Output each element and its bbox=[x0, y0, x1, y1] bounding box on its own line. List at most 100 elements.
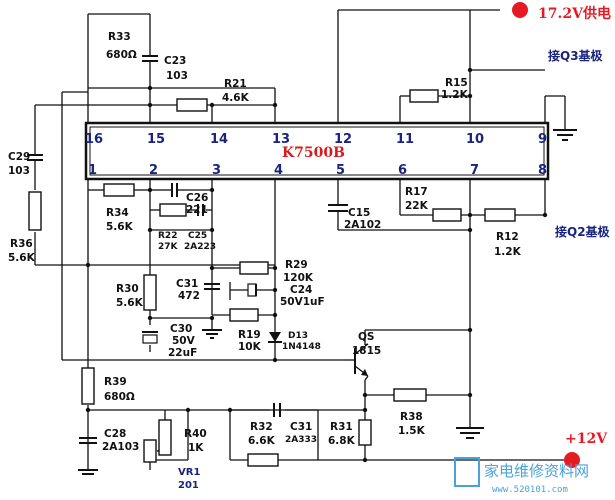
r17-value: 22K bbox=[405, 200, 429, 212]
r39-value: 680Ω bbox=[104, 391, 135, 403]
ic-name: K7500B bbox=[282, 145, 345, 161]
r40-ref: R40 bbox=[184, 428, 207, 440]
c30-value-line2: 22uF bbox=[168, 347, 197, 359]
r39-resistor bbox=[81, 367, 95, 405]
r22-resistor bbox=[159, 203, 187, 217]
c31-2a333-capacitor bbox=[273, 403, 281, 417]
c28-ref: C28 bbox=[104, 428, 126, 440]
r19-value: 10K bbox=[238, 341, 262, 353]
c31-2a333-ref: C31 bbox=[290, 421, 312, 433]
c25-ref: C25 bbox=[188, 231, 207, 241]
pin-4: 4 bbox=[274, 163, 283, 178]
r31-value: 6.8K bbox=[328, 435, 356, 447]
r12-value: 1.2K bbox=[494, 246, 522, 258]
r38-ref: R38 bbox=[400, 411, 423, 423]
r32-ref: R32 bbox=[250, 421, 273, 433]
ground-symbol bbox=[78, 469, 98, 475]
d13-ref: D13 bbox=[288, 331, 308, 341]
c30-value-line1: 50V bbox=[172, 335, 196, 347]
r34-resistor bbox=[103, 183, 135, 197]
pin-2: 2 bbox=[149, 163, 158, 178]
r31-resistor bbox=[358, 419, 372, 446]
pin-8: 8 bbox=[538, 163, 547, 178]
c28-capacitor bbox=[79, 437, 97, 444]
watermark: 家电维修资料网 www.520101.com bbox=[454, 457, 589, 495]
c15-ref: C15 bbox=[348, 207, 370, 219]
c26-capacitor bbox=[165, 183, 185, 197]
c26-ref: C26 bbox=[186, 192, 208, 204]
r15-value: 1.2K bbox=[441, 89, 469, 101]
d13-diode bbox=[268, 332, 282, 343]
c24-value: 50V1uF bbox=[280, 296, 325, 308]
r12-resistor bbox=[484, 208, 516, 222]
r31-ref: R31 bbox=[330, 421, 353, 433]
r40-value: 1K bbox=[188, 442, 204, 454]
r32-value: 6.6K bbox=[248, 435, 276, 447]
r33-ref: R33 bbox=[108, 31, 131, 43]
r19-ref: R19 bbox=[238, 329, 261, 341]
qs-ref: QS bbox=[358, 331, 375, 343]
r19-resistor bbox=[229, 308, 259, 322]
pin-9: 9 bbox=[538, 132, 547, 147]
c23-capacitor bbox=[142, 40, 158, 75]
c30-ref: C30 bbox=[170, 323, 192, 335]
pin-14: 14 bbox=[210, 132, 228, 147]
r22-ref: R22 bbox=[158, 231, 177, 241]
r29-value: 120K bbox=[283, 272, 314, 284]
pin-6: 6 bbox=[398, 163, 407, 178]
supply-bottom-label: +12V bbox=[565, 431, 608, 447]
vr1-value: 201 bbox=[178, 480, 199, 491]
c31-2a333-value: 2A333 bbox=[285, 435, 317, 445]
to-q2-label: 接Q2基极 bbox=[555, 224, 611, 239]
r12-ref: R12 bbox=[496, 231, 519, 243]
r21-ref: R21 bbox=[224, 78, 247, 90]
c24-ref: C24 bbox=[290, 284, 312, 296]
supply-17v-marker bbox=[512, 2, 528, 18]
pin-1: 1 bbox=[88, 163, 97, 178]
r21-value: 4.6K bbox=[222, 92, 250, 104]
d13-value: 1N4148 bbox=[282, 342, 321, 352]
c23-value: 103 bbox=[166, 70, 188, 82]
r40-resistor bbox=[158, 419, 172, 456]
r29-ref: R29 bbox=[285, 259, 308, 271]
r15-ref: R15 bbox=[445, 77, 468, 89]
c29-value: 103 bbox=[8, 165, 30, 177]
c31-472-ref: C31 bbox=[176, 278, 198, 290]
wires-bottom bbox=[34, 168, 570, 470]
r36-resistor bbox=[28, 191, 42, 231]
ground-symbol bbox=[553, 129, 577, 141]
to-q3-label: 接Q3基极 bbox=[548, 48, 604, 63]
c31-472-capacitor bbox=[204, 283, 220, 290]
r22-value: 27K bbox=[158, 242, 179, 252]
r30-resistor bbox=[143, 274, 157, 311]
r39-ref: R39 bbox=[104, 376, 127, 388]
r30-value: 5.6K bbox=[116, 297, 144, 309]
qs-value: 1815 bbox=[352, 345, 381, 357]
c29-ref: C29 bbox=[8, 151, 30, 163]
pin-12: 12 bbox=[334, 132, 352, 147]
r15-resistor bbox=[409, 89, 439, 103]
r30-ref: R30 bbox=[116, 283, 139, 295]
junction-dots bbox=[85, 67, 548, 463]
c28-value: 2A103 bbox=[102, 441, 139, 453]
supply-12v-marker bbox=[564, 452, 580, 468]
pin-11: 11 bbox=[396, 132, 414, 147]
r29-resistor bbox=[239, 261, 269, 275]
c25-capacitor bbox=[197, 204, 204, 216]
wires-top bbox=[34, 9, 566, 360]
c25-value: 2A223 bbox=[184, 242, 216, 252]
r38-value: 1.5K bbox=[398, 425, 426, 437]
c26-value: 221 bbox=[186, 204, 208, 216]
r21-resistor bbox=[176, 98, 208, 112]
c30-capacitor bbox=[142, 331, 158, 344]
c23-ref: C23 bbox=[164, 55, 186, 67]
vr1-ref: VR1 bbox=[178, 467, 200, 478]
pin-5: 5 bbox=[336, 163, 345, 178]
ground-symbol bbox=[456, 427, 484, 439]
pin-15: 15 bbox=[147, 132, 165, 147]
c31-472-value: 472 bbox=[178, 290, 200, 302]
pin-10: 10 bbox=[466, 132, 484, 147]
pin-13: 13 bbox=[272, 132, 290, 147]
c15-value: 2A102 bbox=[344, 219, 381, 231]
